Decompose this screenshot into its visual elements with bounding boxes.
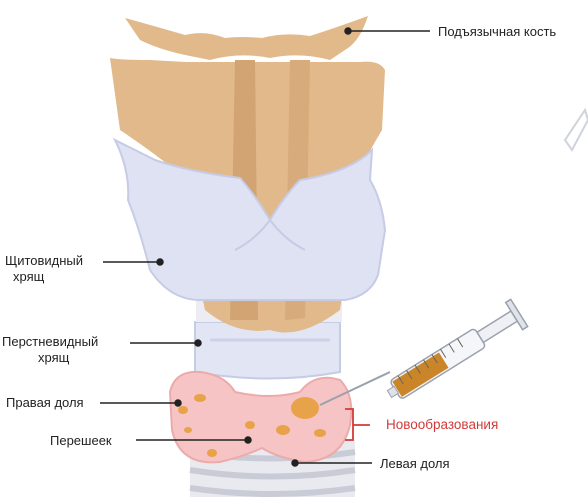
label-neoplasms: Новообразования bbox=[386, 417, 498, 433]
background-object bbox=[565, 110, 588, 150]
label-cricoid-cartilage-line1: Перстневидный bbox=[2, 334, 127, 350]
label-cricoid-cartilage-line2: хрящ bbox=[2, 350, 127, 366]
label-left-lobe: Левая доля bbox=[380, 456, 450, 472]
label-thyroid-cartilage-line1: Щитовидный bbox=[5, 253, 105, 269]
label-isthmus: Перешеек bbox=[50, 433, 112, 449]
label-hyoid-bone: Подъязычная кость bbox=[438, 24, 556, 40]
label-cricoid-cartilage: Перстневидный хрящ bbox=[2, 334, 127, 366]
label-thyroid-cartilage-line2: хрящ bbox=[5, 269, 105, 285]
label-right-lobe: Правая доля bbox=[6, 395, 84, 411]
thyroid-gland-shape bbox=[170, 372, 351, 463]
syringe-shape bbox=[320, 299, 528, 407]
label-thyroid-cartilage: Щитовидный хрящ bbox=[5, 253, 105, 285]
